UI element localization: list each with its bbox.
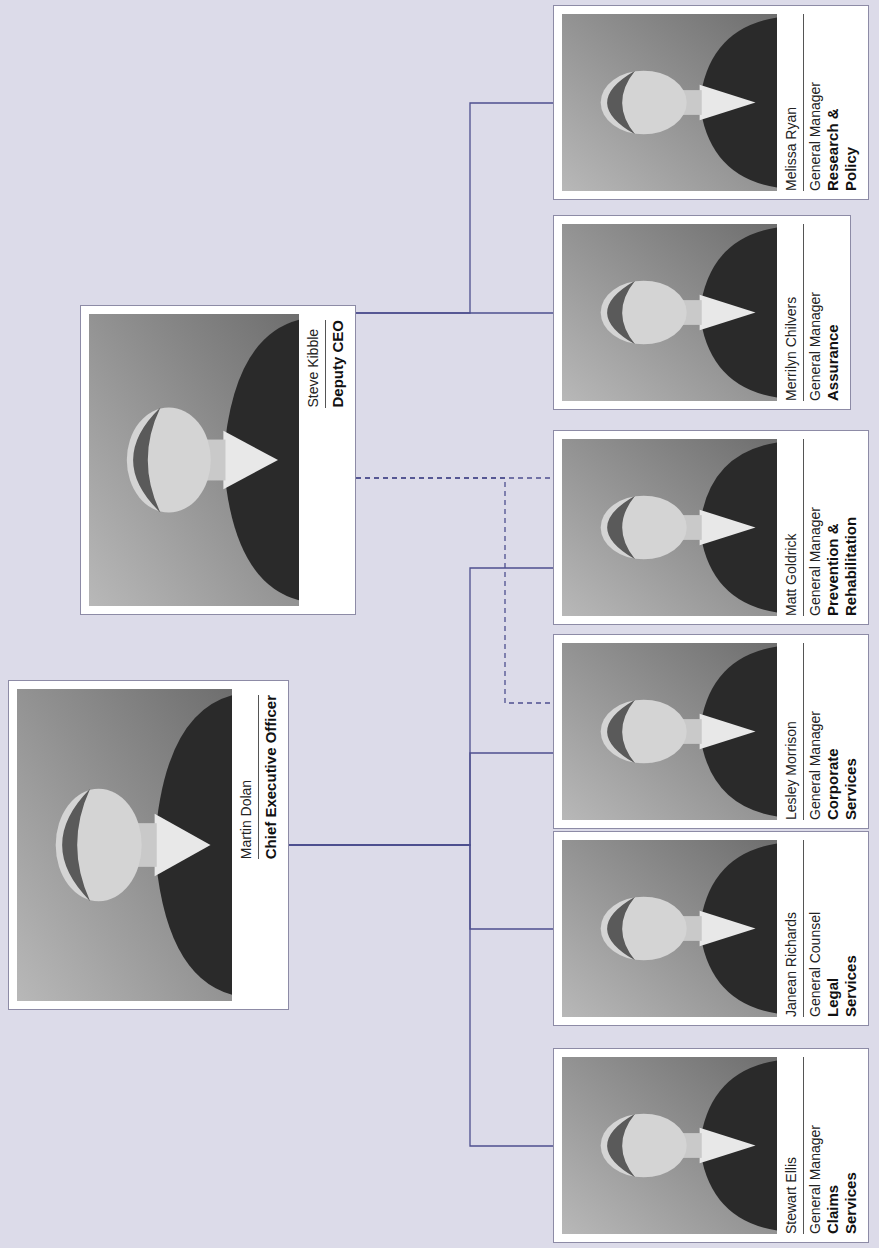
person-name: Stewart Ellis (783, 1057, 804, 1234)
person-box: Stewart EllisGeneral ManagerClaims Servi… (553, 1048, 869, 1243)
job-title: General Manager (807, 643, 824, 820)
person-box: Merrilyn ChilversGeneral ManagerAssuranc… (553, 215, 851, 410)
department-name: Prevention & Rehabilitation (824, 516, 860, 616)
department-name: Corporate Services (824, 720, 860, 820)
person-name: Steve Kibble (305, 320, 326, 408)
person-name: Merrilyn Chilvers (783, 224, 804, 401)
text-block: Stewart EllisGeneral ManagerClaims Servi… (783, 1057, 860, 1234)
job-title: General Manager (807, 439, 824, 616)
person-box: Melissa RyanGeneral ManagerResearch & Po… (553, 5, 869, 200)
text-block: Melissa RyanGeneral ManagerResearch & Po… (783, 14, 860, 191)
reporting-line (356, 103, 553, 313)
reporting-line (289, 845, 553, 929)
reporting-line (289, 753, 553, 845)
portrait-photo (562, 1057, 777, 1234)
department-name: Legal Services (824, 917, 860, 1017)
portrait-photo (89, 314, 299, 606)
department-name: Chief Executive Officer (262, 695, 280, 859)
portrait-photo (562, 14, 777, 191)
person-name: Janean Richards (783, 840, 804, 1017)
department-name: Assurance (824, 301, 842, 401)
person-box: Lesley MorrisonGeneral ManagerCorporate … (553, 634, 869, 829)
text-block: Merrilyn ChilversGeneral ManagerAssuranc… (783, 224, 842, 401)
text-block: Martin DolanChief Executive Officer (238, 695, 280, 859)
person-name: Melissa Ryan (783, 14, 804, 191)
person-box: Martin DolanChief Executive Officer (8, 680, 289, 1010)
reporting-line (289, 845, 553, 1146)
job-title: General Manager (807, 1057, 824, 1234)
person-box: Matt GoldrickGeneral ManagerPrevention &… (553, 430, 869, 625)
job-title: General Manager (807, 224, 824, 401)
person-box: Janean RichardsGeneral CounselLegal Serv… (553, 831, 869, 1026)
person-box: Steve KibbleDeputy CEO (80, 305, 356, 615)
department-name: Research & Policy (824, 91, 860, 191)
department-name: Deputy CEO (329, 320, 347, 408)
text-block: Lesley MorrisonGeneral ManagerCorporate … (783, 643, 860, 820)
job-title: General Counsel (807, 840, 824, 1017)
portrait-photo (562, 840, 777, 1017)
portrait-photo (562, 439, 777, 616)
department-name: Claims Services (824, 1134, 860, 1234)
text-block: Janean RichardsGeneral CounselLegal Serv… (783, 840, 860, 1017)
text-block: Steve KibbleDeputy CEO (305, 320, 347, 408)
text-block: Matt GoldrickGeneral ManagerPrevention &… (783, 439, 860, 616)
portrait-photo (562, 224, 777, 401)
person-name: Lesley Morrison (783, 643, 804, 820)
dotted-reporting-line (356, 477, 553, 478)
portrait-photo (562, 643, 777, 820)
person-name: Matt Goldrick (783, 439, 804, 616)
dotted-reporting-line (356, 478, 553, 703)
person-name: Martin Dolan (238, 695, 259, 859)
job-title: General Manager (807, 14, 824, 191)
portrait-photo (17, 689, 232, 1001)
